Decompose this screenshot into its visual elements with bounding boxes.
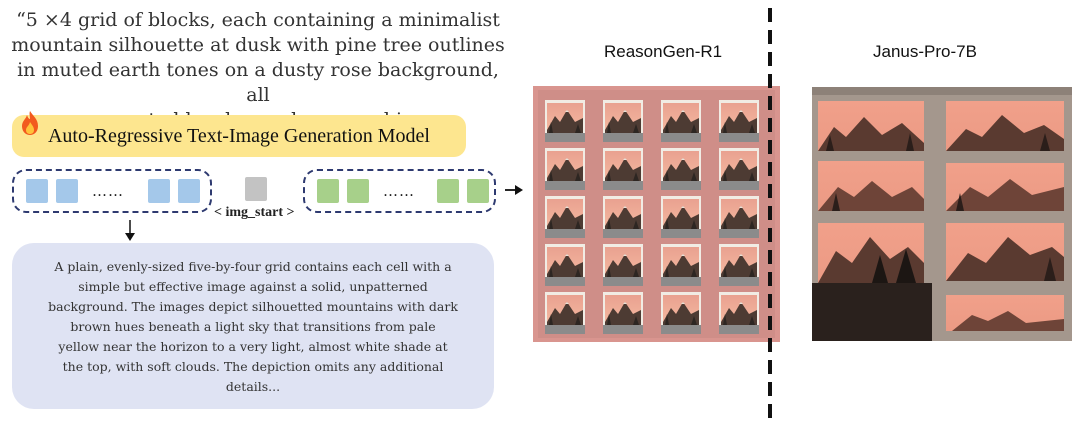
janus-title: Janus-Pro-7B [873,42,977,61]
reasongen-title: ReasonGen-R1 [604,42,723,61]
description-line: brown hues beneath a light sky that tran… [70,319,436,334]
prompt-line: “5 ×4 grid of blocks, each containing a … [16,9,500,31]
text-token [148,179,170,203]
token-ellipsis: …… [92,182,124,200]
img-start-token [245,177,267,201]
description-line: simple but effective image against a sol… [78,279,428,294]
description-line: A plain, evenly-sized five-by-four grid … [54,259,452,274]
image-token [437,179,459,203]
description-line: yellow near the horizon to a very light,… [58,339,448,354]
image-token-group: …… [303,169,496,213]
text-token [56,179,78,203]
img-start-label: < img_start > [214,205,295,220]
dashed-divider [768,8,772,418]
arrow-right-icon [505,185,523,195]
token-ellipsis: …… [383,182,415,200]
image-token [317,179,339,203]
prompt-line: in muted earth tones on a dusty rose bac… [17,59,499,106]
janus-generated-image [812,87,1072,341]
description-line: details... [225,379,281,394]
reasoning-description: A plain, evenly-sized five-by-four grid … [12,243,494,409]
description-line: background. The images depict silhouette… [48,299,458,314]
prompt-line: mountain silhouette at dusk with pine tr… [11,34,505,56]
text-token [26,179,48,203]
flame-icon [22,111,38,135]
reasongen-generated-image [533,86,780,342]
arrow-down-icon [125,220,135,241]
model-label: Auto-Regressive Text-Image Generation Mo… [47,124,430,147]
text-token-group: …… [12,169,212,213]
text-token [178,179,200,203]
image-token [467,179,489,203]
prompt-text: “5 ×4 grid of blocks, each containing a … [8,8,508,133]
image-token [347,179,369,203]
description-line: the top, with soft clouds. The depiction… [62,359,444,374]
model-bar: Auto-Regressive Text-Image Generation Mo… [12,115,466,157]
